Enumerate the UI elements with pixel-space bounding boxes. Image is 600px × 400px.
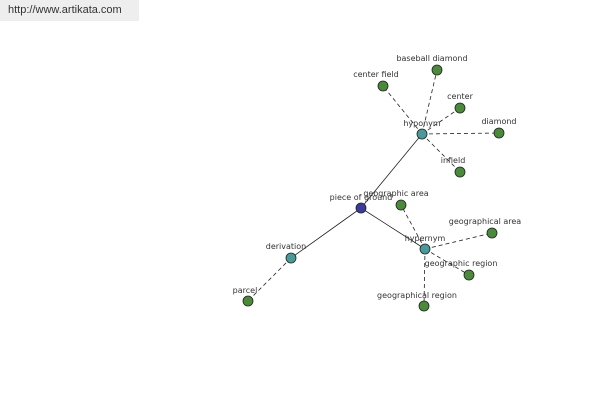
node-circle-parcel[interactable] [242,295,254,307]
edge-hyponym-diamond [421,132,500,135]
node-circle-diamond[interactable] [493,127,505,139]
node-label-geographic-area: geographic area [363,189,428,198]
node-circle-root[interactable] [355,202,367,214]
node-label-center-field: center field [353,70,399,79]
edge-root-hypernym [360,207,426,250]
node-label-derivation: derivation [266,242,306,251]
edge-hypernym-geographic-area [400,204,426,250]
node-label-center: center [447,92,473,101]
edge-hyponym-infield [421,133,461,173]
node-diamond[interactable]: diamond [481,117,517,139]
node-geographical-area[interactable]: geographical area [449,217,522,239]
node-circle-geographic-area[interactable] [395,199,407,211]
node-label-geographical-area: geographical area [449,217,522,226]
edge-hyponym-baseball-diamond [421,69,438,135]
node-geographical-region[interactable]: geographical region [377,291,457,312]
node-label-geographic-region: geographic region [425,259,498,268]
graph-edges [247,69,500,307]
site-url-banner[interactable]: http://www.artikata.com [0,0,139,21]
node-circle-hypernym[interactable] [419,243,431,255]
node-geographic-area[interactable]: geographic area [363,189,429,211]
node-label-parcel: parcel [233,286,258,295]
node-circle-center-field[interactable] [377,80,389,92]
node-hypernym[interactable]: hypernym [405,234,446,255]
node-circle-baseball-diamond[interactable] [431,64,443,76]
node-circle-geographic-region[interactable] [463,269,475,281]
node-label-root: piece of ground [330,193,393,202]
edge-hypernym-geographical-region [423,248,426,307]
edge-derivation-parcel [247,257,292,302]
graph-nodes: piece of ground hyponym hypernym derivation… [233,54,522,312]
edge-hypernym-geographic-region [424,248,470,276]
node-root[interactable]: piece of ground [330,193,393,214]
node-baseball-diamond[interactable]: baseball diamond [396,54,468,76]
node-label-hypernym: hypernym [405,234,446,243]
node-label-geographical-region: geographical region [377,291,457,300]
edge-hypernym-geographical-area [424,232,493,250]
node-derivation[interactable]: derivation [266,242,306,264]
node-circle-hyponym[interactable] [416,128,428,140]
node-circle-geographical-region[interactable] [418,300,430,312]
node-parcel[interactable]: parcel [233,286,258,307]
edge-root-derivation [290,207,362,259]
node-label-hyponym: hyponym [403,119,441,128]
node-center[interactable]: center [447,92,474,114]
edge-hyponym-center-field [382,85,423,135]
edge-hyponym-center [421,107,461,135]
node-circle-derivation[interactable] [285,252,297,264]
node-circle-center[interactable] [454,102,466,114]
node-geographic-region[interactable]: geographic region [425,259,498,281]
node-label-diamond: diamond [481,117,516,126]
node-center-field[interactable]: center field [353,70,399,92]
node-hyponym[interactable]: hyponym [403,119,441,140]
node-circle-geographical-area[interactable] [486,227,498,239]
node-circle-infield[interactable] [454,166,466,178]
node-label-baseball-diamond: baseball diamond [396,54,467,63]
edge-root-hyponym [360,133,423,209]
node-infield[interactable]: infield [441,156,466,178]
node-label-infield: infield [441,156,466,165]
